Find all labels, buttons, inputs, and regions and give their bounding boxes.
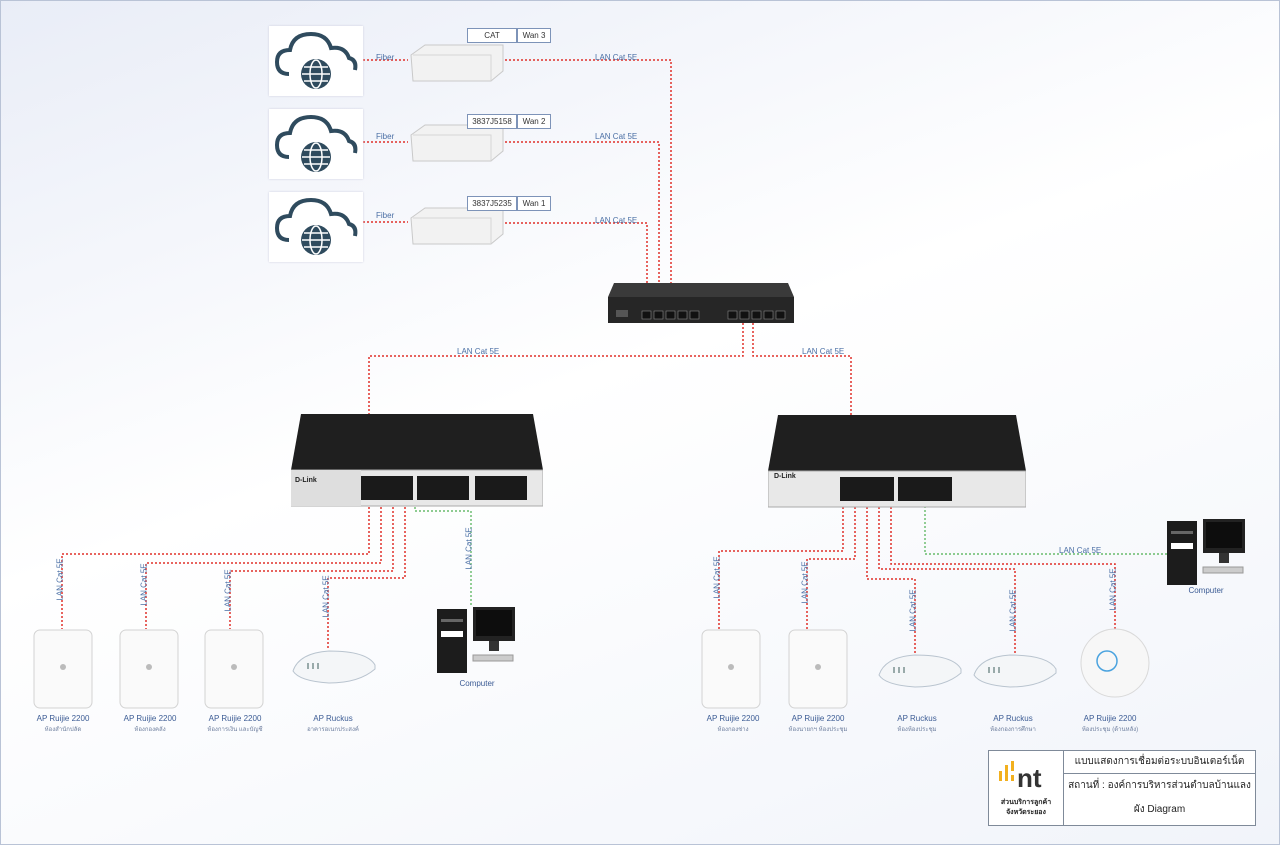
circuit-id-tag: 3837J5235	[467, 196, 517, 211]
lan-cable-label: LAN Cat 5E	[595, 53, 638, 62]
device-name: AP Ruijie 2200	[36, 714, 90, 723]
switch-brand: D-Link	[774, 473, 796, 480]
nt-logo: nt ส่วนบริการลูกค้า จังหวัดระยอง	[989, 751, 1064, 825]
lan-cable-label: LAN Cat 5E	[139, 563, 149, 606]
lan-cable-label: LAN Cat 5E	[712, 556, 722, 599]
lan-cable-label: LAN Cat 5E	[908, 589, 918, 632]
internet-cloud-icon	[269, 26, 363, 96]
device-location: ห้องการเงิน และบัญชี	[207, 727, 263, 733]
right-drops	[718, 491, 1116, 653]
fiber-label: Fiber	[376, 132, 395, 141]
internet-cloud-icon	[269, 192, 363, 262]
wan-tag: Wan 3	[517, 28, 551, 43]
wan-tag: Wan 1	[517, 196, 551, 211]
ruijie-ap-icon	[119, 629, 179, 714]
lan-cable-label: LAN Cat 5E	[55, 558, 65, 601]
lan-cable-label: LAN Cat 5E	[802, 347, 845, 356]
lan-cable-label: LAN Cat 5E	[1008, 589, 1018, 632]
right-switch: D-Link	[767, 415, 1027, 516]
computer-icon	[437, 607, 517, 678]
device-location: อาคารอเนกประสงค์	[307, 727, 359, 733]
ruijie-ap-icon	[33, 629, 93, 714]
ruckus-ap-icon	[289, 649, 379, 690]
left-switch: D-Link	[290, 414, 544, 515]
device-name: AP Ruijie 2200	[123, 714, 177, 723]
onu-modem	[407, 204, 507, 245]
device-location: ห้องกองการศึกษา	[990, 727, 1036, 733]
circuit-id-tag: CAT	[467, 28, 517, 43]
device-name: AP Ruijie 2200	[1083, 714, 1137, 723]
device-name: AP Ruijie 2200	[706, 714, 760, 723]
device-name: AP Ruijie 2200	[791, 714, 845, 723]
office-province: จังหวัดระยอง	[1006, 809, 1046, 816]
lan-cable-label: LAN Cat 5E	[457, 347, 500, 356]
ruckus-ap-icon	[875, 653, 965, 694]
device-name: AP Ruckus	[993, 714, 1033, 723]
device-name: Computer	[1188, 586, 1224, 595]
lan-cable-label: LAN Cat 5E	[800, 561, 810, 604]
left-drops	[61, 491, 406, 649]
device-location: ห้องนายกฯ ห้องประชุม	[788, 727, 848, 733]
lan-cable-label: LAN Cat 5E	[1059, 546, 1102, 555]
lan-cable-label: LAN Cat 5E	[464, 527, 474, 570]
device-location: ห้องสำนักปลัด	[44, 727, 82, 733]
ruijie-ap-icon	[788, 629, 848, 714]
circuit-id-tag: 3837J5158	[467, 114, 517, 129]
nt-logo-text: nt	[1017, 763, 1042, 793]
fiber-lines	[363, 59, 408, 223]
ruckus-ap-icon	[970, 653, 1060, 694]
device-location: ห้องกองช่าง	[717, 727, 749, 733]
onu-modem	[407, 41, 507, 82]
lan-cable-label: LAN Cat 5E	[223, 569, 233, 612]
diagram-type: ผัง Diagram	[1133, 804, 1186, 815]
onu-modem	[407, 121, 507, 162]
ruijie-ap-icon	[701, 629, 761, 714]
lan-cable-label: LAN Cat 5E	[595, 216, 638, 225]
device-name: AP Ruckus	[897, 714, 937, 723]
title-block: nt ส่วนบริการลูกค้า จังหวัดระยอง แบบแสดง…	[988, 750, 1256, 826]
site-location: สถานที่ : องค์การบริหารส่วนตำบลบ้านแลง	[1068, 780, 1251, 791]
lan-cable-label: LAN Cat 5E	[1108, 568, 1118, 611]
wan-tag: Wan 2	[517, 114, 551, 129]
office-name: ส่วนบริการลูกค้า	[1000, 799, 1052, 806]
ruijie-ap-icon	[204, 629, 264, 714]
device-name: AP Ruijie 2200	[208, 714, 262, 723]
device-location: ห้องห้องประชุม	[897, 727, 937, 733]
internet-cloud-icon	[269, 109, 363, 179]
device-location: ห้องกองคลัง	[134, 727, 166, 733]
fiber-label: Fiber	[376, 211, 395, 220]
ubiquiti-ap-icon	[1079, 627, 1151, 704]
device-name: Computer	[459, 679, 495, 688]
diagram-title: แบบแสดงการเชื่อมต่อระบบอินเตอร์เน็ต	[1064, 751, 1255, 774]
device-name: AP Ruckus	[313, 714, 353, 723]
device-location: ห้องประชุม (ด้านหลัง)	[1081, 727, 1139, 733]
lan-cable-label: LAN Cat 5E	[321, 575, 331, 618]
fiber-label: Fiber	[376, 53, 395, 62]
core-router	[606, 279, 796, 332]
switch-brand: D-Link	[295, 477, 317, 484]
lan-cable-label: LAN Cat 5E	[595, 132, 638, 141]
computer-icon	[1167, 519, 1247, 590]
